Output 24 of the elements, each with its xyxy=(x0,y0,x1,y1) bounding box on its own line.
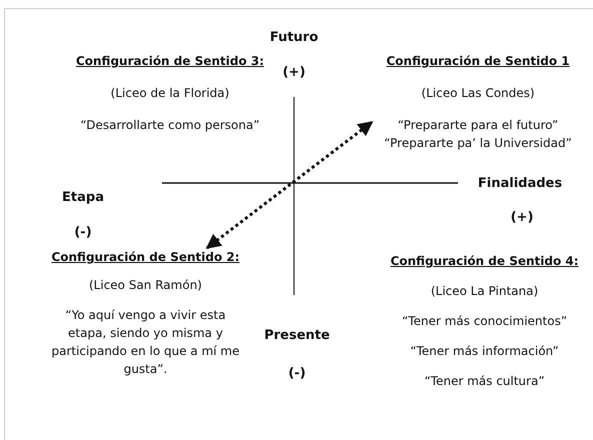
quote-text: “Tener más información” xyxy=(410,343,559,360)
axis-label: Futuro xyxy=(270,30,318,45)
axis-sign: (-) xyxy=(288,366,306,381)
quote-text: “Tener más conocimientos” xyxy=(402,313,568,330)
quadrant-heading: Configuración de Sentido 1 xyxy=(386,53,570,70)
axis-label: Finalidades xyxy=(478,176,562,191)
quote-text: “Tener más cultura” xyxy=(424,373,545,390)
school-name: (Liceo de la Florida) xyxy=(110,85,230,102)
school-name: (Liceo Las Condes) xyxy=(421,85,535,102)
quote-text: “Yo aquí vengo a vivir esta etapa, siendo yo misma y participando en lo que a mí me gusta”. xyxy=(50,307,240,378)
quote-text: “Desarrollarte como persona” xyxy=(80,117,260,134)
dotted-arrow xyxy=(206,120,374,250)
axis-label: Presente xyxy=(264,328,330,343)
school-name: (Liceo La Pintana) xyxy=(430,283,538,300)
quadrant-heading: Configuración de Sentido 4: xyxy=(390,253,579,270)
quote-text: “Prepararte pa’ la Universidad” xyxy=(384,135,572,152)
axis-sign: (+) xyxy=(282,65,306,80)
school-name: (Liceo San Ramón) xyxy=(89,277,202,294)
quote-text: “Prepararte para el futuro” xyxy=(398,117,558,134)
quadrant-heading: Configuración de Sentido 3: xyxy=(76,53,264,70)
quadrant-heading: Configuración de Sentido 2: xyxy=(51,249,240,266)
axis-label: Etapa xyxy=(62,190,104,205)
axis-sign: (+) xyxy=(510,210,534,225)
axis-sign: (-) xyxy=(74,225,92,240)
